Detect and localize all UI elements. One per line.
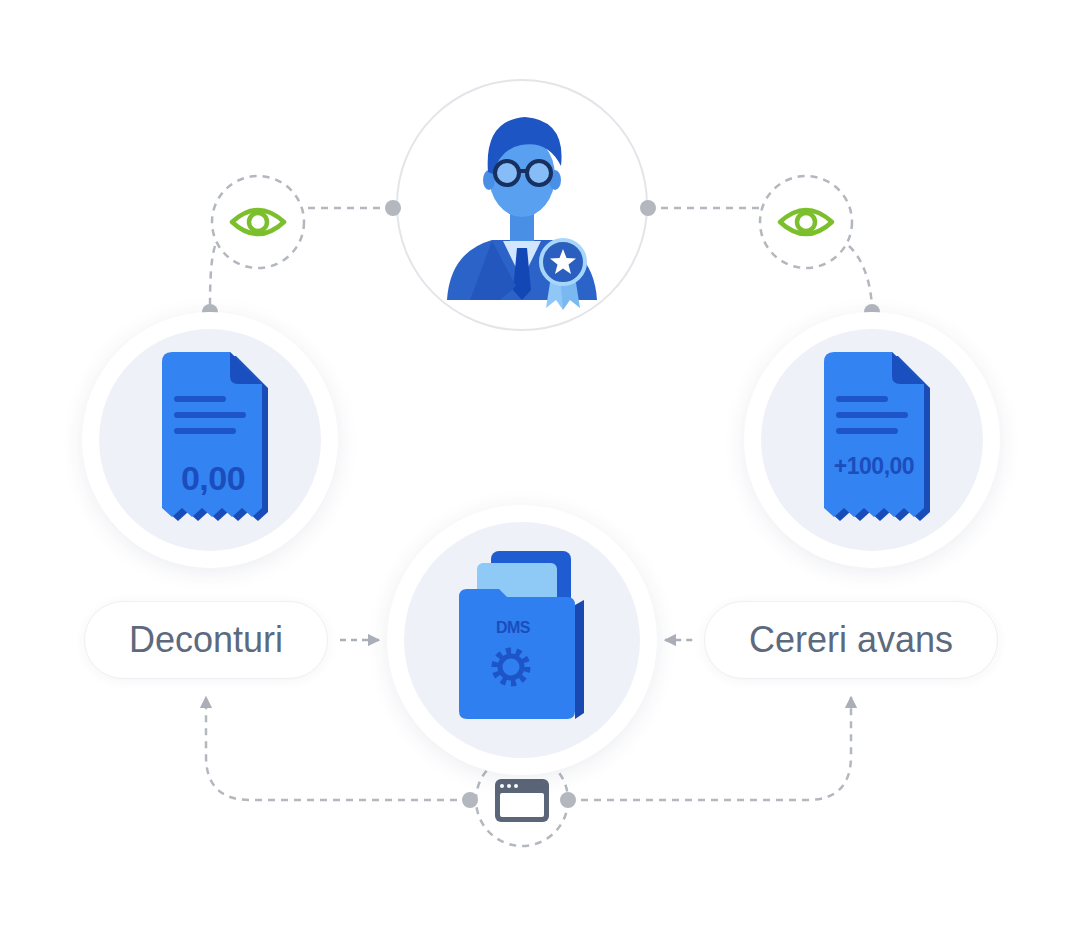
label-pill: Cereri avans xyxy=(704,601,998,679)
node-illustration-part xyxy=(99,329,321,551)
manager-circle-part xyxy=(519,169,527,173)
link-dot-part xyxy=(385,200,401,216)
node-illustration-part xyxy=(174,428,236,434)
node-illustration-part xyxy=(836,412,908,418)
browser-badge-part xyxy=(462,792,478,808)
manager-circle-part xyxy=(541,240,585,284)
icon-circle-node: DMS xyxy=(387,505,657,775)
node-illustration-part xyxy=(162,352,262,517)
dashed-link-part xyxy=(210,246,215,312)
eye-badge-part xyxy=(212,176,304,268)
pill-label: Deconturi xyxy=(129,619,283,661)
dashed-link-part xyxy=(305,207,393,210)
dashed-link-part xyxy=(849,246,872,312)
icon-circle-node: 0,00 xyxy=(82,312,338,568)
browser-badge-part xyxy=(514,784,518,788)
label-pill: Deconturi xyxy=(84,601,328,679)
node-illustration-part xyxy=(174,412,246,418)
node-illustration-part xyxy=(495,651,527,683)
manager-circle xyxy=(397,80,647,330)
icon-text: +100,00 xyxy=(834,453,914,480)
browser-badge-part xyxy=(495,779,549,822)
node-illustration-part xyxy=(404,522,640,758)
icon-text: 0,00 xyxy=(181,459,245,498)
node-illustration-part xyxy=(824,352,924,517)
manager-circle-part xyxy=(527,161,551,185)
node-illustration-part xyxy=(459,589,575,719)
eye-badge-part xyxy=(232,210,284,234)
manager-circle-part xyxy=(495,161,519,185)
icon-circle-node: +100,00 xyxy=(744,312,1000,568)
dashed-link-part xyxy=(648,207,760,210)
eye-badge-part xyxy=(249,213,267,231)
manager-circle-part xyxy=(513,248,531,300)
node-illustration-part xyxy=(575,600,584,719)
icon-text: DMS xyxy=(496,619,530,637)
manager-circle-part xyxy=(470,241,516,300)
dashed-arrow xyxy=(340,639,379,642)
node-illustration-part xyxy=(761,329,983,551)
node-illustration-part xyxy=(836,396,888,402)
node-illustration-part xyxy=(500,656,522,678)
node-illustration xyxy=(82,312,338,568)
node-illustration-part xyxy=(836,428,898,434)
browser-badge-part xyxy=(507,784,511,788)
eye-badge-part xyxy=(760,176,852,268)
node-illustration-part xyxy=(230,352,262,384)
eye-badge-part xyxy=(797,213,815,231)
link-dot xyxy=(202,200,880,320)
node-illustration-part xyxy=(892,352,924,384)
browser-badge-part xyxy=(500,793,544,817)
browser-badge-part xyxy=(500,784,504,788)
dashed-arrow xyxy=(665,639,692,642)
link-dot-part xyxy=(640,200,656,216)
manager-circle-part xyxy=(550,249,576,274)
node-illustration-part xyxy=(174,396,226,402)
node-illustration xyxy=(387,505,657,775)
manager-circle-part xyxy=(397,80,647,330)
browser-badge-part xyxy=(560,792,576,808)
pill-label: Cereri avans xyxy=(749,619,953,661)
node-illustration xyxy=(744,312,1000,568)
eye-badge-part xyxy=(780,210,832,234)
